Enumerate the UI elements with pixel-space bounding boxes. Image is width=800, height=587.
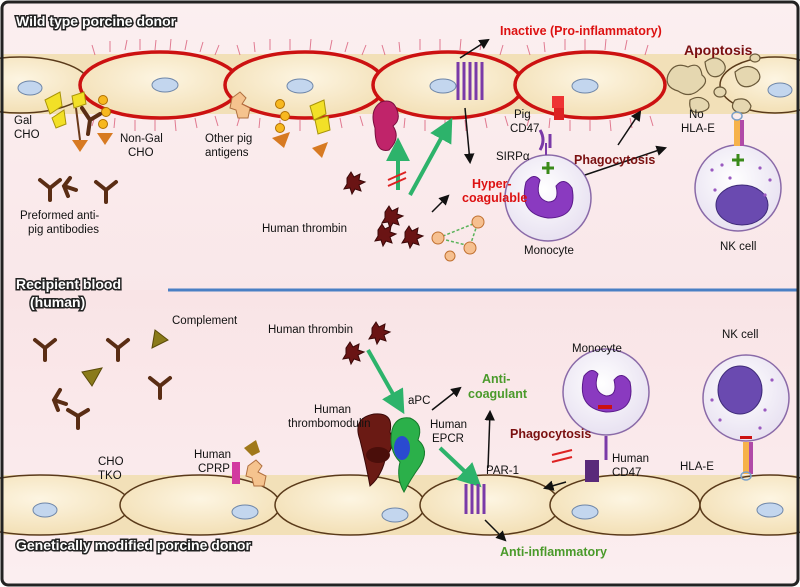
apc-label: aPC: [408, 395, 430, 407]
thrombin-to-tm-arrow: [366, 349, 405, 415]
human-cprp-label-1: Human: [194, 449, 231, 461]
sirpa-receptor: [538, 129, 552, 151]
apoptotic-fragments: [666, 53, 761, 114]
human-epcr-label-2: EPCR: [432, 433, 464, 445]
hypercoagulable-label-1: Hyper-: [472, 177, 512, 191]
human-thrombomodulin-label-2: thrombomodulin: [288, 418, 370, 430]
human-thrombomodulin-label-1: Human: [314, 404, 351, 416]
hypercoagulable-label-2: coagulable: [462, 191, 527, 205]
non-gal-cho-label-1: Non-Gal: [120, 133, 163, 145]
human-thrombin-bottom: [342, 321, 392, 366]
non-gal-cho-antigen-2: [272, 99, 290, 148]
preformed-antibodies-label-2: pig antibodies: [28, 224, 99, 236]
other-antigens-label-1: Other pig: [205, 133, 252, 145]
complement-label: Complement: [172, 315, 238, 327]
human-cprp-label-2: CPRP: [198, 463, 230, 475]
sirpa-label: SIRPα: [496, 151, 530, 163]
fibrin-clot: [431, 215, 485, 262]
non-gal-cho-label-2: CHO: [128, 147, 154, 159]
human-thrombin-top: [343, 171, 425, 250]
other-pig-antigen: [229, 91, 251, 119]
cho-tko-label-2: TKO: [98, 470, 122, 482]
pig-par-receptor: [456, 62, 484, 100]
recipient-blood-label-2: (human): [30, 294, 85, 310]
gal-cho-label-1: Gal: [14, 115, 32, 127]
anti-inflammatory-label: Anti-inflammatory: [500, 545, 607, 559]
no-hla-e-label-2: HLA-E: [681, 123, 715, 135]
anticoagulant-label-2: coagulant: [468, 387, 528, 401]
human-cprp: [232, 440, 267, 487]
thrombomodulin-epcr-complex: [357, 413, 425, 494]
circulating-antibodies: [33, 338, 172, 430]
nk-cell-bottom: [702, 354, 790, 481]
human-thrombin-top-label: Human thrombin: [262, 223, 347, 235]
par1-receptor: [464, 484, 486, 514]
par1-label: PAR-1: [486, 465, 519, 477]
green-arrow-diag: [408, 117, 453, 196]
other-antigens-label-2: antigens: [205, 147, 249, 159]
phagocytosis-bottom-label: Phagocytosis: [510, 427, 591, 441]
hla-e-label: HLA-E: [680, 461, 714, 473]
preformed-antibodies-label-1: Preformed anti-: [20, 210, 99, 222]
preformed-antibodies: [38, 106, 118, 204]
phagocytosis-top-label: Phagocytosis: [574, 153, 655, 167]
inactive-label: Inactive (Pro-inflammatory): [500, 24, 662, 38]
anticoagulant-label-1: Anti-: [482, 372, 510, 386]
apc-to-par1-arrow: [438, 446, 482, 488]
block-mark: [387, 171, 407, 181]
monocyte-bottom-label: Monocyte: [572, 343, 622, 355]
pig-cd47: [552, 96, 564, 120]
human-cd47: [585, 460, 599, 482]
gal-cho-antigen-2: [309, 99, 331, 158]
bottom-panel-title: Genetically modified porcine donor: [16, 537, 251, 553]
non-gal-cho-antigen: [97, 95, 113, 145]
pig-cd47-label-1: Pig: [514, 109, 531, 121]
monocyte-top: [504, 143, 592, 242]
human-cd47-label-2: CD47: [612, 467, 641, 479]
gal-cho-label-2: CHO: [14, 129, 40, 141]
top-panel-title: Wild type porcine donor: [16, 13, 177, 29]
pig-cd47-label-2: CD47: [510, 123, 539, 135]
complement-proteins: [81, 329, 169, 387]
recipient-blood-label-1: Recipient blood: [16, 276, 121, 292]
no-hla-e-label-1: No: [689, 109, 704, 121]
bottom-endothelium: [0, 474, 800, 536]
human-cd47-label-1: Human: [612, 453, 649, 465]
apoptosis-label: Apoptosis: [684, 42, 753, 58]
nk-cell-bottom-label: NK cell: [722, 329, 758, 341]
human-thrombin-bottom-label: Human thrombin: [268, 324, 353, 336]
nk-cell-top: [694, 111, 782, 232]
monocyte-bottom: [562, 348, 650, 460]
monocyte-top-label: Monocyte: [524, 245, 574, 257]
human-epcr-label-1: Human: [430, 419, 467, 431]
nk-cell-top-label: NK cell: [720, 241, 756, 253]
gal-cho-antigen: [44, 91, 88, 152]
cho-tko-label-1: CHO: [98, 456, 124, 468]
